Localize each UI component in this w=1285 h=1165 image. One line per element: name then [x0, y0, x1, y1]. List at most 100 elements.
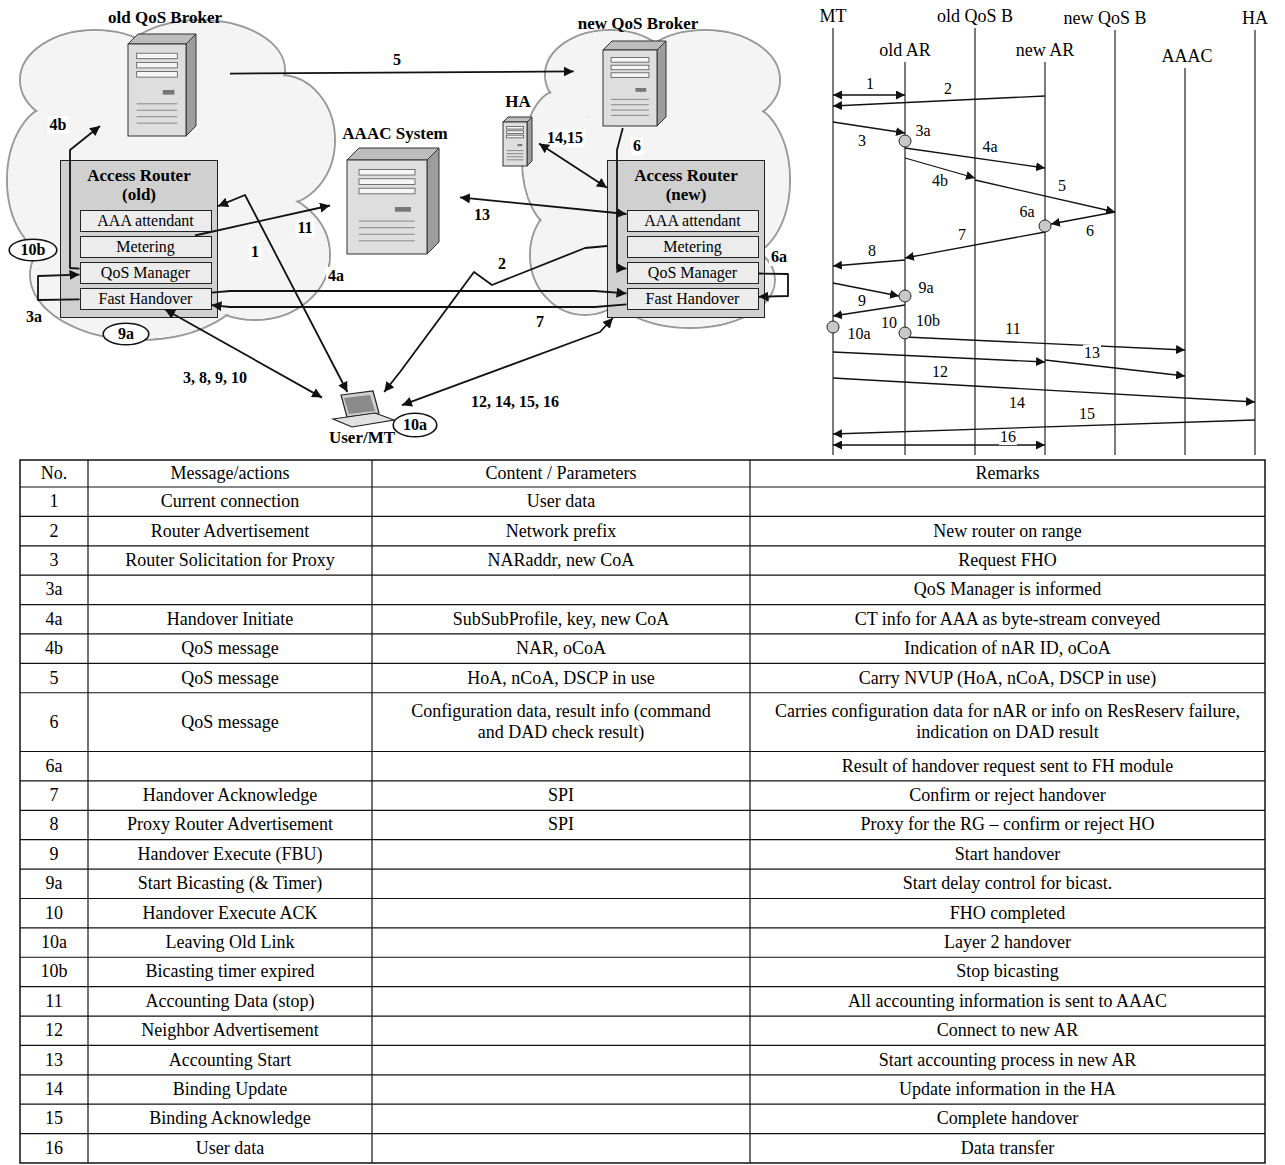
table-cell: User data — [376, 487, 746, 516]
table-text: Stop bicasting — [956, 961, 1059, 982]
message-number-anchor: 3 — [857, 133, 867, 149]
table-text: 3 — [50, 550, 59, 571]
table-text: 14 — [45, 1079, 63, 1100]
server-icon — [347, 148, 439, 254]
connector — [165, 310, 322, 398]
table-rule — [20, 810, 1265, 811]
table-text: Configuration data, result info (command… — [411, 701, 711, 743]
table-cell: Router Advertisement — [92, 516, 368, 545]
lifeline-header-anchor: new QoS B — [1062, 9, 1147, 27]
table-header: Message/actions — [171, 463, 290, 484]
table-rule — [20, 898, 1265, 899]
connector — [212, 291, 627, 293]
table-text: Start handover — [955, 844, 1060, 865]
server-grille — [137, 116, 178, 117]
server-side — [427, 148, 439, 254]
table-text: Proxy for the RG – confirm or reject HO — [861, 814, 1155, 835]
action-dot — [899, 290, 911, 302]
table-cell: 3 — [24, 546, 84, 575]
table-text: 2 — [50, 521, 59, 542]
server-front — [603, 50, 657, 126]
table-cell: Handover Execute ACK — [92, 898, 368, 927]
terminal-node: User/MT — [322, 392, 402, 448]
server-side — [186, 34, 196, 136]
table-rule — [20, 1074, 1265, 1075]
edge-label: 7 — [534, 313, 546, 331]
connector — [759, 274, 789, 297]
table-rule — [20, 780, 1265, 781]
message-number-anchor: 14 — [1008, 395, 1026, 411]
table-text: QoS message — [181, 668, 279, 689]
table-rule — [20, 868, 1265, 869]
edge-label: 6 — [631, 137, 643, 155]
server-grille — [507, 153, 524, 154]
table-cell: Start handover — [754, 840, 1261, 869]
table-cell: Handover Acknowledge — [92, 781, 368, 810]
table-text: New router on range — [933, 521, 1081, 542]
laptop-icon — [333, 391, 394, 427]
table-cell: 2 — [24, 516, 84, 545]
server-led — [635, 88, 646, 92]
server-icon — [503, 117, 532, 166]
table-cell: Connect to new AR — [754, 1016, 1261, 1045]
table-border — [20, 460, 1265, 1163]
table-text: NAR, oCoA — [516, 638, 606, 659]
server-icon — [603, 41, 666, 126]
table-text: SubSubProfile, key, new CoA — [453, 609, 669, 630]
message-number: 6 — [1085, 223, 1095, 239]
server-led — [163, 90, 175, 95]
table-rule — [20, 751, 1265, 752]
message-arrow — [833, 260, 905, 266]
module-box: Fast Handover — [627, 288, 759, 310]
step-ellipse: 10b — [8, 238, 58, 262]
module-box: Metering — [627, 236, 759, 258]
table-cell: Network prefix — [376, 516, 746, 545]
message-number: 6a — [1018, 204, 1035, 220]
message-number-anchor: 1 — [865, 76, 875, 92]
edge-label: 2 — [496, 255, 508, 273]
server-bay — [611, 65, 649, 70]
table-cell: 1 — [24, 487, 84, 516]
ellipse-shape — [9, 239, 57, 261]
edge-label-anchor: 7 — [534, 313, 546, 331]
server-grille — [359, 227, 415, 228]
message-number-anchor: 8 — [867, 243, 877, 259]
edge-label-anchor: 4a — [326, 267, 346, 285]
table-cell: Update information in the HA — [754, 1075, 1261, 1104]
message-number-anchor: 9 — [857, 293, 867, 309]
table-cell: 5 — [24, 663, 84, 692]
module-box: AAA attendant — [80, 210, 212, 232]
table-cell: All accounting information is sent to AA… — [754, 987, 1261, 1016]
table-text: 5 — [50, 668, 59, 689]
lifeline — [1044, 62, 1045, 455]
table-rule — [20, 1104, 1265, 1105]
table-header: Content / Parameters — [486, 463, 637, 484]
lifeline — [974, 28, 975, 455]
table-text: User data — [527, 491, 595, 512]
server-front — [503, 122, 527, 166]
ellipse-shape — [393, 413, 437, 437]
message-number: 4b — [931, 173, 949, 189]
message-arrow — [905, 337, 1185, 350]
table-rule — [20, 927, 1265, 928]
table-cell: FHO completed — [754, 898, 1261, 927]
edge-label: 13 — [472, 206, 492, 224]
edge-label-anchor: 5 — [391, 51, 403, 69]
message-number-anchor: 10 — [880, 315, 898, 331]
server-grille — [611, 115, 649, 116]
message-number: 16 — [999, 429, 1017, 445]
table-cell: Binding Acknowledge — [92, 1104, 368, 1133]
module-box: QoS Manager — [627, 262, 759, 284]
table-text: 4b — [45, 638, 63, 659]
message-number-anchor: 4b — [931, 173, 949, 189]
table-text: Accounting Start — [169, 1050, 291, 1071]
table-cell: QoS message — [92, 693, 368, 752]
table-cell: Binding Update — [92, 1075, 368, 1104]
message-number: 13 — [1083, 345, 1101, 361]
server-grille — [611, 110, 649, 111]
table-cell: Accounting Data (stop) — [92, 987, 368, 1016]
server-grille — [137, 110, 178, 111]
module-box: Metering — [80, 236, 212, 258]
cloud-shape — [7, 20, 335, 340]
